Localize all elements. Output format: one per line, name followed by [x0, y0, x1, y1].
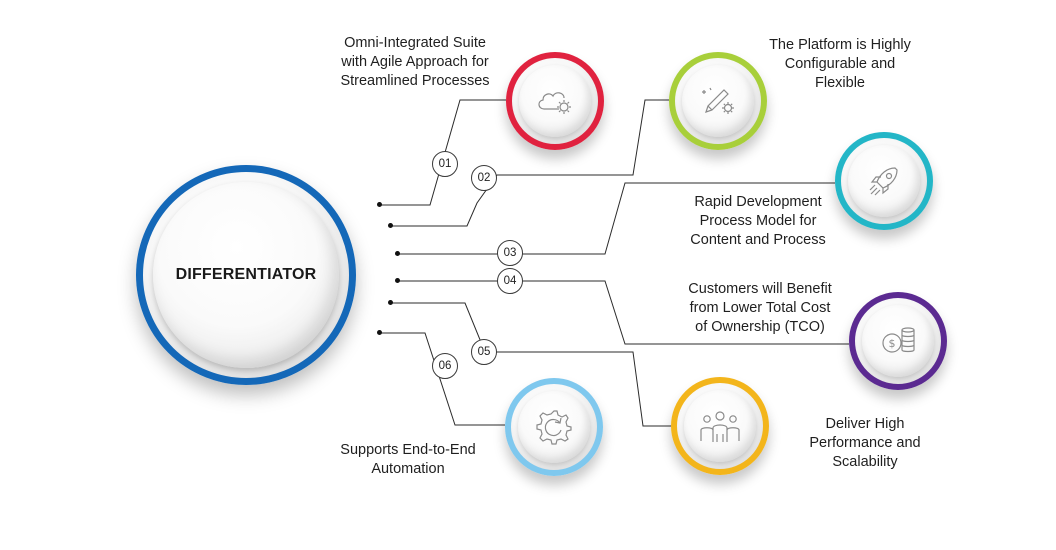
center-label: DIFFERENTIATOR	[175, 266, 317, 283]
connector-02	[391, 99, 669, 227]
connector-dot-05	[388, 300, 393, 305]
connector-06	[380, 332, 505, 426]
node-03	[835, 132, 933, 230]
connector-dot-06	[377, 330, 382, 335]
coins-icon: $	[882, 327, 915, 353]
cloud-gear-icon	[538, 92, 571, 114]
node-04: $	[849, 292, 947, 390]
label-02: The Platform is Highly Configurable and …	[769, 37, 911, 91]
connector-dot-02	[388, 223, 393, 228]
pencil-gear-icon	[702, 87, 734, 114]
node-06	[505, 378, 603, 476]
center-node: DIFFERENTIATOR	[136, 165, 356, 385]
team-icon	[700, 411, 740, 442]
connector-dot-04	[395, 278, 400, 283]
badge-03: 03	[497, 240, 523, 266]
svg-text:$: $	[889, 337, 896, 350]
gear-cycle-icon	[536, 410, 572, 445]
badge-06: 06	[432, 353, 458, 379]
connector-dot-03	[395, 251, 400, 256]
node-05	[671, 377, 769, 475]
rocket-icon	[869, 167, 898, 196]
connector-dot-01	[377, 202, 382, 207]
badge-01: 01	[432, 151, 458, 177]
label-05: Deliver High Performance and Scalability	[809, 416, 921, 470]
label-01: Omni-Integrated Suite with Agile Approac…	[340, 35, 490, 89]
label-06: Supports End-to-End Automation	[340, 442, 476, 477]
badge-02: 02	[471, 165, 497, 191]
badge-04: 04	[497, 268, 523, 294]
node-01	[506, 52, 604, 150]
label-03: Rapid Development Process Model for Cont…	[690, 194, 826, 248]
node-02	[669, 52, 767, 150]
badge-05: 05	[471, 339, 497, 365]
label-04: Customers will Benefit from Lower Total …	[688, 281, 832, 335]
